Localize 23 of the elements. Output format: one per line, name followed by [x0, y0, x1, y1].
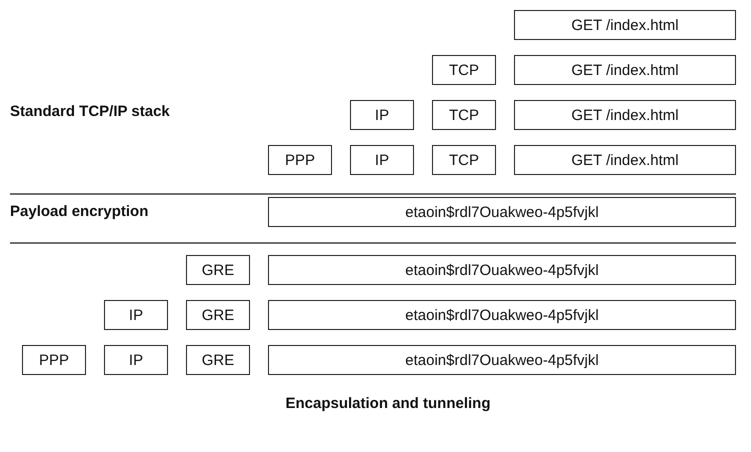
header-box: TCP — [432, 55, 496, 85]
payload-box: etaoin$rdl7Ouakweo-4p5fvjkl — [268, 345, 736, 375]
section-heading: Standard TCP/IP stack — [10, 103, 170, 120]
caption-text: Encapsulation and tunneling — [286, 395, 490, 412]
section-heading: Payload encryption — [10, 203, 148, 220]
header-box: TCP — [432, 145, 496, 175]
payload-box: etaoin$rdl7Ouakweo-4p5fvjkl — [268, 255, 736, 285]
header-box: GRE — [186, 255, 250, 285]
header-box: PPP — [268, 145, 332, 175]
payload-box: GET /index.html — [514, 100, 736, 130]
header-box: IP — [104, 300, 168, 330]
payload-box: GET /index.html — [514, 55, 736, 85]
header-box: PPP — [22, 345, 86, 375]
payload-box: GET /index.html — [514, 10, 736, 40]
payload-box: etaoin$rdl7Ouakweo-4p5fvjkl — [268, 300, 736, 330]
header-box: IP — [104, 345, 168, 375]
header-box: IP — [350, 100, 414, 130]
payload-box: etaoin$rdl7Ouakweo-4p5fvjkl — [268, 197, 736, 227]
payload-box: GET /index.html — [514, 145, 736, 175]
header-box: IP — [350, 145, 414, 175]
header-box: GRE — [186, 345, 250, 375]
header-box: GRE — [186, 300, 250, 330]
header-box: TCP — [432, 100, 496, 130]
